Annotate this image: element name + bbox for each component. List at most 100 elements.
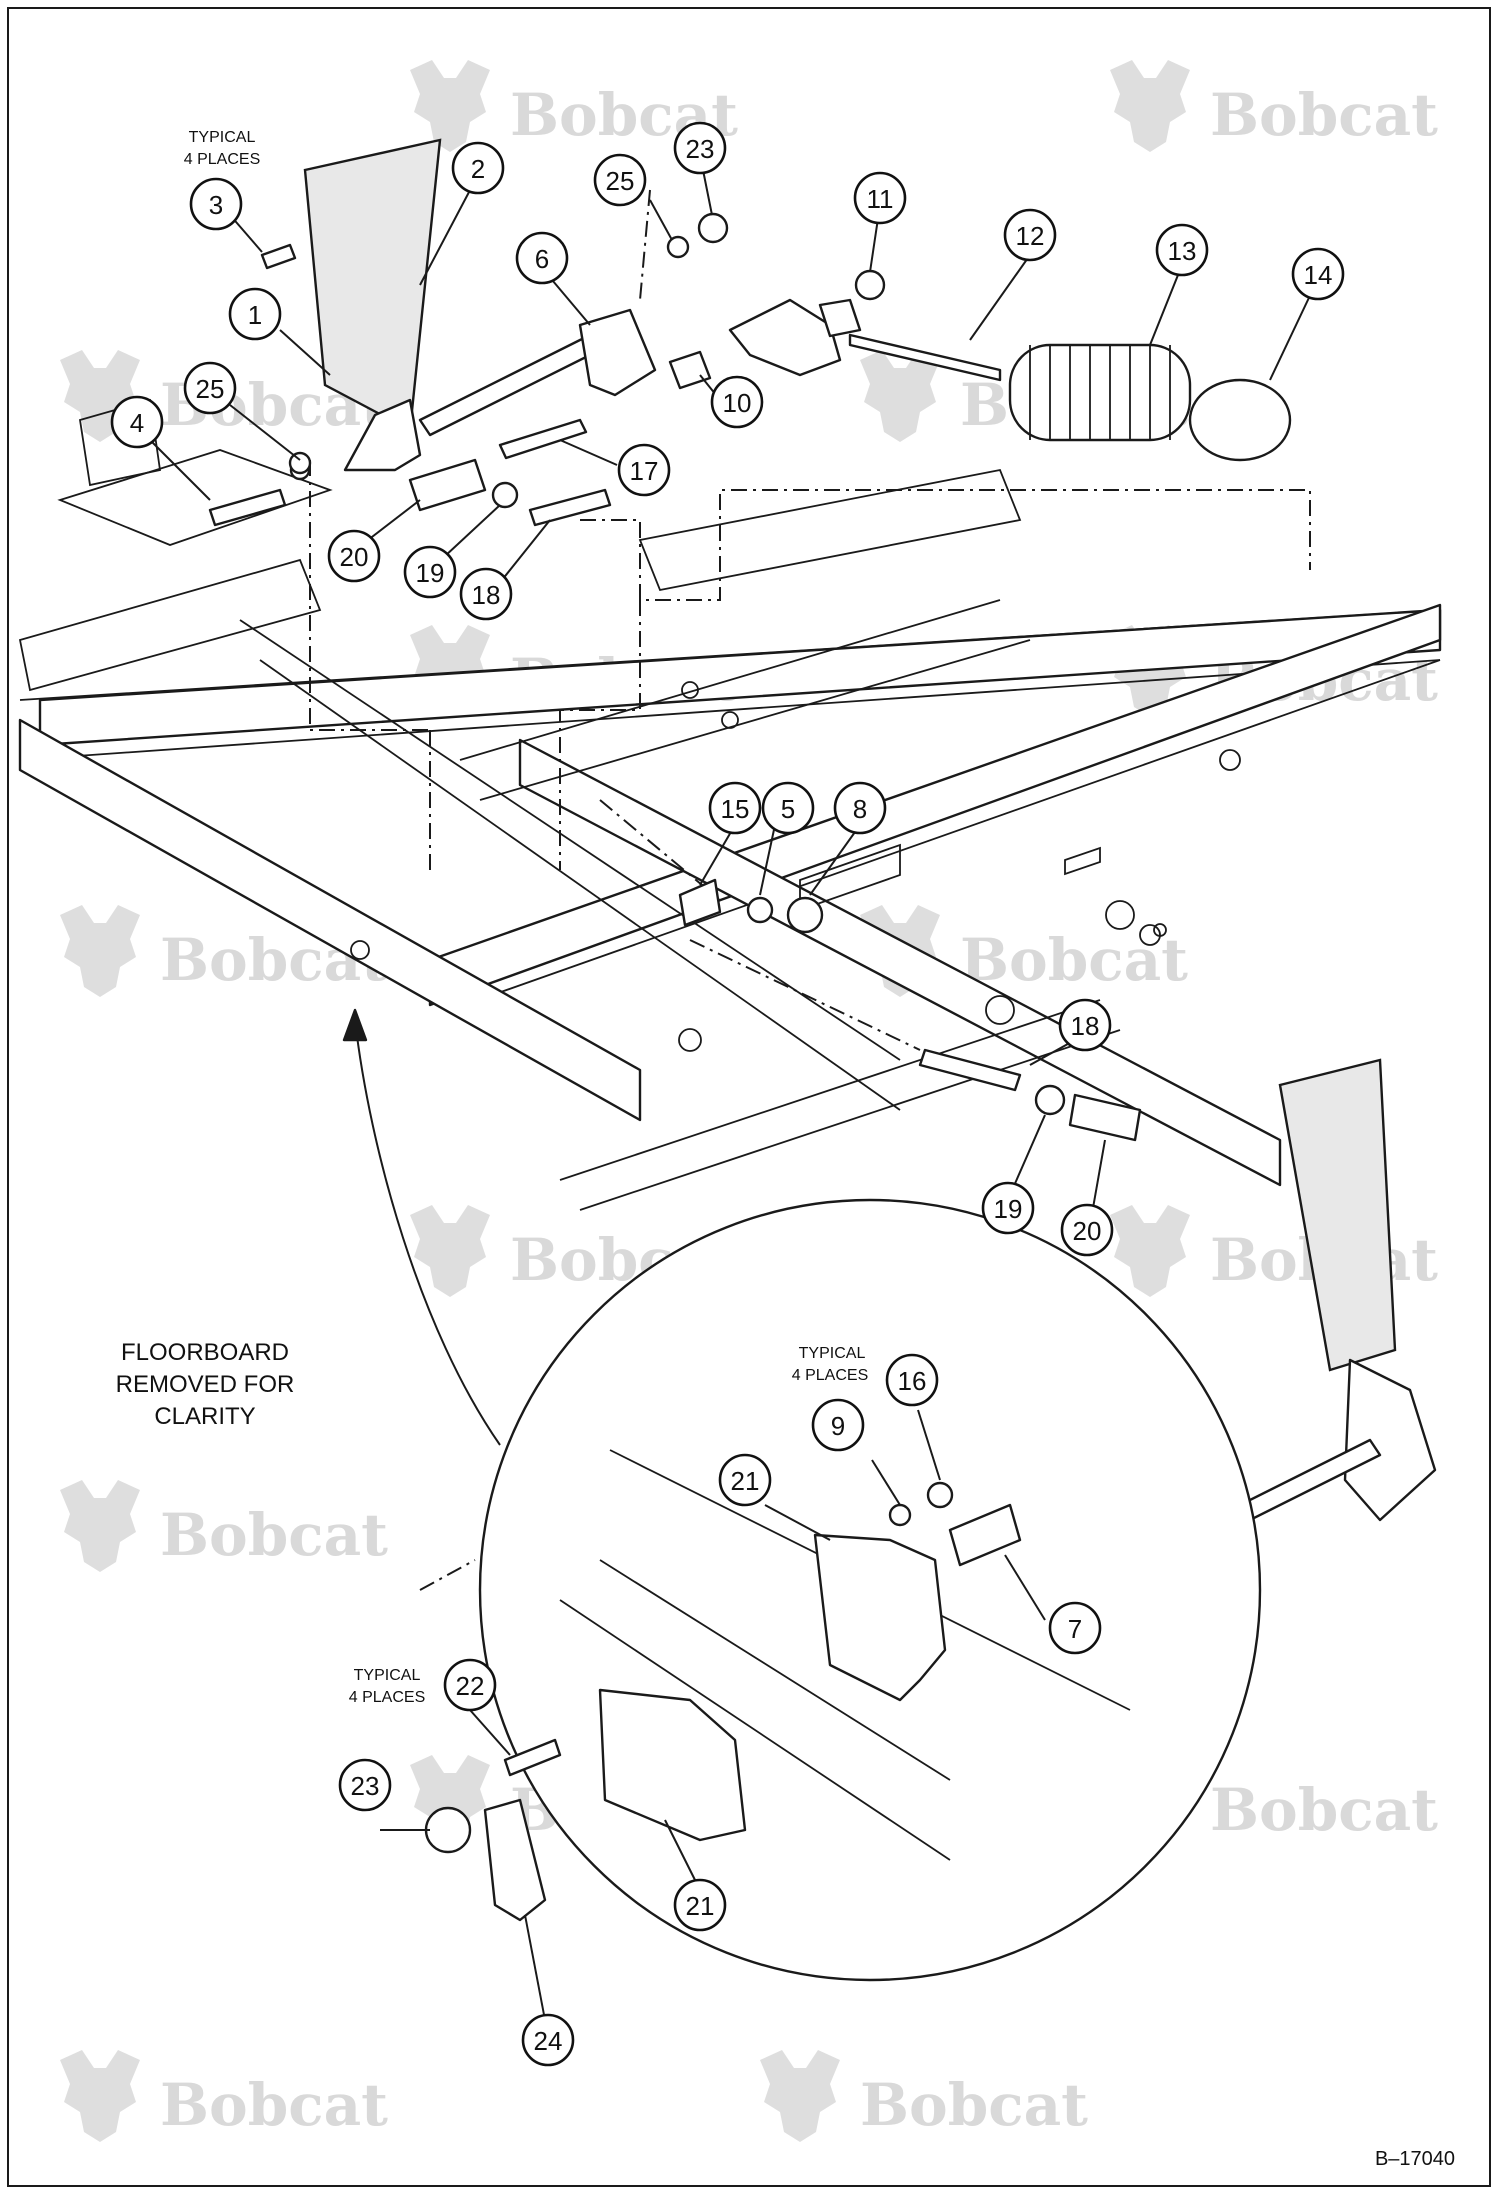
callout-number: 7	[1068, 1614, 1082, 1644]
callout-number: 8	[853, 794, 867, 824]
callout-number: 9	[831, 1411, 845, 1441]
callout-number: 24	[534, 2026, 563, 2056]
callout-number: 3	[209, 190, 223, 220]
callout-18a: 18	[459, 567, 513, 621]
callout-circle	[327, 529, 381, 583]
callout-number: 25	[606, 166, 635, 196]
pedal-arm	[343, 398, 422, 472]
spring-13	[1008, 343, 1192, 442]
bolt-3	[260, 243, 297, 270]
floorboard-note-2: REMOVED FOR	[116, 1371, 295, 1398]
callout-10: 10	[710, 375, 764, 429]
callout-circle	[981, 1181, 1035, 1235]
callout-circle	[1155, 223, 1209, 277]
bushing-10	[668, 350, 712, 390]
callout-number: 15	[721, 794, 750, 824]
callout-circle	[853, 171, 907, 225]
figure-id: B–17040	[1375, 2148, 1455, 2170]
callout-circle	[673, 121, 727, 175]
callout-25a: 25	[593, 153, 647, 207]
callout-13: 13	[1155, 223, 1209, 277]
watermark: Bobcat	[1110, 60, 1438, 152]
bobcat-logo-icon	[760, 2050, 840, 2142]
callout-12: 12	[1003, 208, 1057, 262]
callout-number: 5	[781, 794, 795, 824]
bushing-20	[408, 458, 487, 512]
bobcat-logo-icon	[60, 1480, 140, 1572]
typical-note-top-1: TYPICAL	[189, 129, 256, 146]
watermark-text: Bobcat	[1210, 1776, 1438, 1844]
callout-9: 9	[811, 1398, 865, 1452]
pedal-right	[1278, 1058, 1397, 1372]
callout-circle	[885, 1353, 939, 1407]
callout-19b: 19	[981, 1181, 1035, 1235]
bobcat-logo-icon	[1110, 60, 1190, 152]
bolt-4	[208, 488, 287, 527]
typical-note-low-2: 4 PLACES	[349, 1689, 425, 1706]
watermark: Bobcat	[60, 1480, 388, 1572]
bobcat-logo-icon	[1110, 1205, 1190, 1297]
callout-circle	[403, 545, 457, 599]
callout-6: 6	[515, 231, 569, 285]
watermark: Bobcat	[1110, 1755, 1438, 1847]
callout-3: 3	[189, 177, 243, 231]
shaft-6	[418, 328, 612, 437]
callout-number: 25	[196, 374, 225, 404]
callout-25b: 25	[183, 361, 237, 415]
detail-arrow	[354, 1019, 501, 1446]
pedal-assembly-top	[208, 138, 1437, 1567]
callout-14: 14	[1291, 247, 1345, 301]
callout-11: 11	[853, 171, 907, 225]
callout-24: 24	[521, 2013, 575, 2067]
callout-circle	[1291, 247, 1345, 301]
callout-4: 4	[110, 395, 164, 449]
cap-14	[1188, 378, 1292, 462]
callout-circle	[459, 567, 513, 621]
detail-view	[424, 1198, 1262, 1982]
callout-circle	[521, 2013, 575, 2067]
callout-2: 2	[451, 141, 505, 195]
callout-number: 19	[416, 558, 445, 588]
bushing-20b	[1068, 1093, 1142, 1142]
callout-number: 23	[686, 134, 715, 164]
callout-circle	[718, 1453, 772, 1507]
callout-circle	[761, 781, 815, 835]
callout-circle	[1048, 1601, 1102, 1655]
callout-circle	[708, 781, 762, 835]
bracket-6	[578, 308, 657, 397]
watermark-text: Bobcat	[960, 926, 1188, 994]
watermark: Bobcat	[760, 2050, 1088, 2142]
bolt-17	[498, 418, 588, 460]
callout-number: 21	[731, 1466, 760, 1496]
callout-number: 6	[535, 244, 549, 274]
lever-24	[483, 1798, 547, 1922]
bracket-21-lower	[598, 1688, 747, 1842]
callout-20a: 20	[327, 529, 381, 583]
callout-circle	[1060, 1203, 1114, 1257]
typical-note-mid-1: TYPICAL	[799, 1345, 866, 1362]
watermark: Bobcat	[60, 2050, 388, 2142]
callout-circle	[451, 141, 505, 195]
callout-19a: 19	[403, 545, 457, 599]
stud-18b	[918, 1048, 1022, 1092]
bobcat-logo-icon	[60, 2050, 140, 2142]
floorboard-note-1: FLOORBOARD	[121, 1339, 289, 1366]
callout-15: 15	[708, 781, 762, 835]
callout-number: 19	[994, 1194, 1023, 1224]
callout-number: 13	[1168, 236, 1197, 266]
callout-number: 17	[630, 456, 659, 486]
callout-20b: 20	[1060, 1203, 1114, 1257]
typical-note-low-1: TYPICAL	[354, 1667, 421, 1684]
callout-number: 21	[686, 1891, 715, 1921]
callout-number: 10	[723, 388, 752, 418]
callout-number: 4	[130, 408, 144, 438]
callout-23b: 23	[338, 1758, 392, 1812]
bushing-7	[948, 1503, 1022, 1567]
callout-circle	[1058, 998, 1112, 1052]
stud-18	[528, 488, 612, 527]
callout-number: 23	[351, 1771, 380, 1801]
callout-circle	[811, 1398, 865, 1452]
callout-number: 20	[1073, 1216, 1102, 1246]
callout-number: 18	[472, 580, 501, 610]
